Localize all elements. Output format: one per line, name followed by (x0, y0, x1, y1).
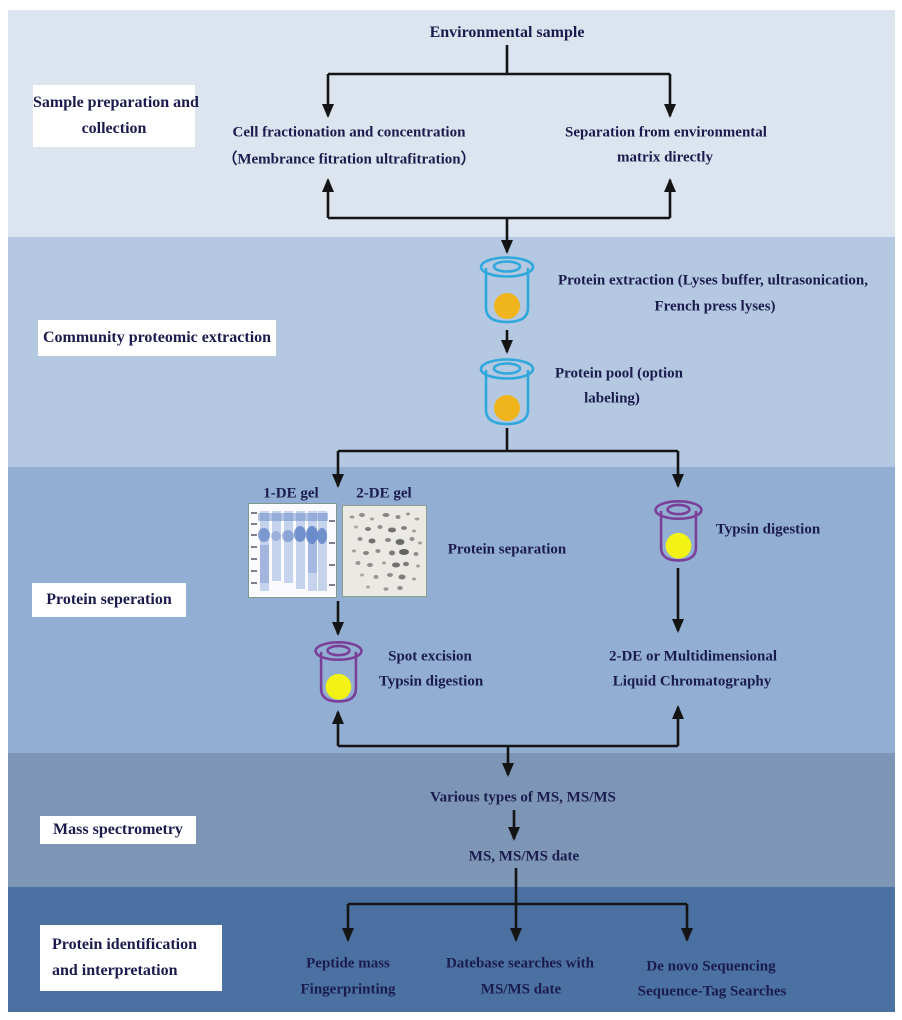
node-protein-extraction-line2: French press lyses) (654, 298, 776, 315)
node-database-search-line1: Datebase searches with (445, 955, 595, 972)
test-tube-icon (654, 500, 703, 562)
stage-label-line: Mass spectrometry (53, 821, 183, 838)
stage-label-line: collection (81, 120, 147, 137)
node-separation-env-line2: matrix directly (617, 149, 713, 166)
node-liquid-chromatography-line1: 2-DE or Multidimensional (608, 648, 778, 665)
stage-label-protein-identification: Protein identification and interpretatio… (40, 925, 222, 991)
gel-2de-image (342, 505, 427, 597)
node-liquid-chromatography-line2: Liquid Chromatography (612, 673, 772, 690)
stage-label-line: Community proteomic extraction (42, 329, 272, 346)
test-tube-icon (479, 256, 535, 324)
node-environmental-sample: Environmental sample (429, 24, 585, 41)
stage-label-protein-seperation: Protein seperation (32, 583, 186, 617)
node-spot-excision-line2: Typsin digestion (378, 673, 484, 690)
node-de-novo-line2: Sequence-Tag Searches (637, 983, 787, 1000)
stage-label-community-proteomic-extraction: Community proteomic extraction (38, 320, 276, 356)
node-protein-pool-line1: Protein pool (option (554, 365, 684, 382)
node-spot-excision-line1: Spot excision (388, 648, 472, 665)
node-ms-data: MS, MS/MS date (468, 848, 580, 865)
stage-label-line: Sample preparation and (33, 94, 199, 111)
label-2de-gel: 2-DE gel (356, 485, 412, 502)
label-1de-gel: 1-DE gel (263, 485, 319, 502)
stage-label-line: and interpretation (52, 962, 178, 979)
node-separation-env-line1: Separation from environmental (565, 124, 767, 141)
test-tube-icon (314, 641, 363, 703)
node-cell-fractionation-line1: Cell fractionation and concentration (232, 124, 466, 141)
test-tube-icon (479, 358, 535, 426)
stage-label-line: Protein identification (52, 936, 198, 953)
stage-label-sample-preparation: Sample preparation and collection (33, 85, 199, 147)
node-protein-separation: Protein separation (447, 541, 567, 558)
node-protein-pool-line2: labeling) (584, 390, 640, 407)
node-peptide-mass-line2: Fingerprinting (300, 981, 396, 998)
node-database-search-line2: MS/MS date (480, 981, 562, 998)
stage-label-mass-spectrometry: Mass spectrometry (40, 816, 196, 844)
node-peptide-mass-line1: Peptide mass (306, 955, 390, 972)
node-protein-extraction-line1: Protein extraction (Lyses buffer, ultras… (558, 272, 868, 289)
gel-1de-image (248, 503, 337, 598)
stage-label-line: Protein seperation (46, 591, 172, 608)
node-cell-fractionation-line2: （Membrance fitration ultrafitration） (222, 151, 476, 168)
node-typsin-digestion: Typsin digestion (715, 521, 821, 538)
node-various-ms: Various types of MS, MS/MS (430, 789, 616, 806)
node-de-novo-line1: De novo Sequencing (646, 958, 776, 975)
